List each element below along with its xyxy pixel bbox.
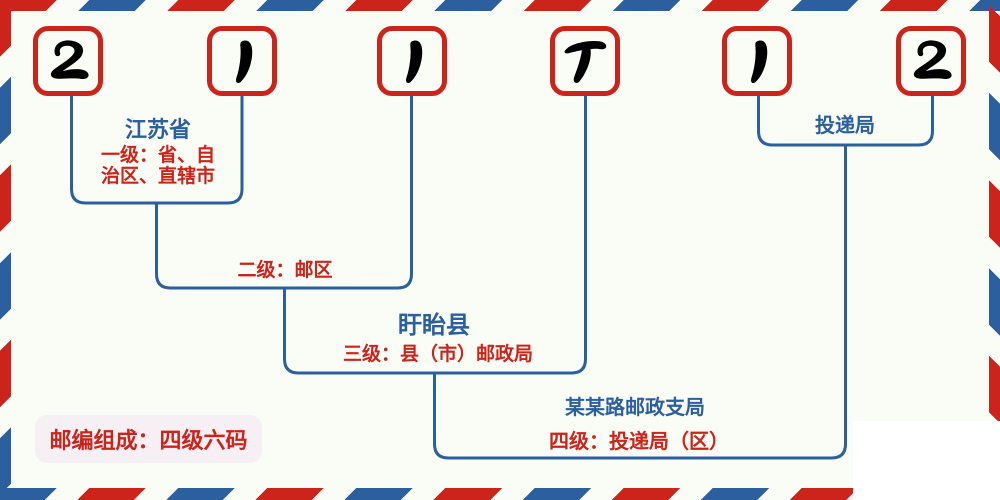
airmail-border-right (989, 0, 1000, 500)
corner-mask (853, 421, 1000, 500)
postal-digit-box (377, 26, 447, 96)
postal-digit-box (896, 26, 966, 96)
delivery-bracket (757, 96, 934, 147)
label-xuyi-county: 盱眙县 (398, 313, 470, 339)
postal-digit-box (722, 26, 792, 96)
label-level1-desc: 一级：省、自 治区、直辖市 (101, 145, 215, 187)
label-level2-desc: 二级：邮区 (237, 260, 333, 281)
digit-glyph (564, 41, 607, 83)
label-level1-desc-line1: 一级：省、自 (100, 145, 216, 166)
composition-badge-text: 邮编组成：四级六码 (49, 428, 248, 453)
label-level4-desc: 四级：投递局（区） (549, 431, 729, 453)
postal-digit-box (207, 26, 277, 96)
level4-bracket (433, 145, 847, 460)
digit-glyph (406, 40, 423, 84)
postal-digit-box (33, 26, 103, 96)
airmail-border-left (0, 0, 11, 500)
digit-glyph (751, 40, 768, 84)
digit-glyph (50, 40, 89, 80)
postal-digit-box (550, 26, 620, 96)
composition-badge: 邮编组成：四级六码 (35, 415, 262, 463)
label-level1-desc-line2: 治区、直辖市 (100, 166, 216, 187)
airmail-border-top (0, 0, 1000, 11)
digit-glyph (236, 40, 253, 84)
airmail-border-bottom (0, 488, 1000, 500)
label-jiangsu-province: 江苏省 (124, 117, 192, 142)
label-branch-office: 某某路邮政支局 (565, 397, 705, 419)
label-level3-desc: 三级：县（市）邮政局 (342, 344, 534, 365)
digit-glyph (913, 40, 952, 80)
label-delivery-office: 投递局 (815, 115, 875, 137)
